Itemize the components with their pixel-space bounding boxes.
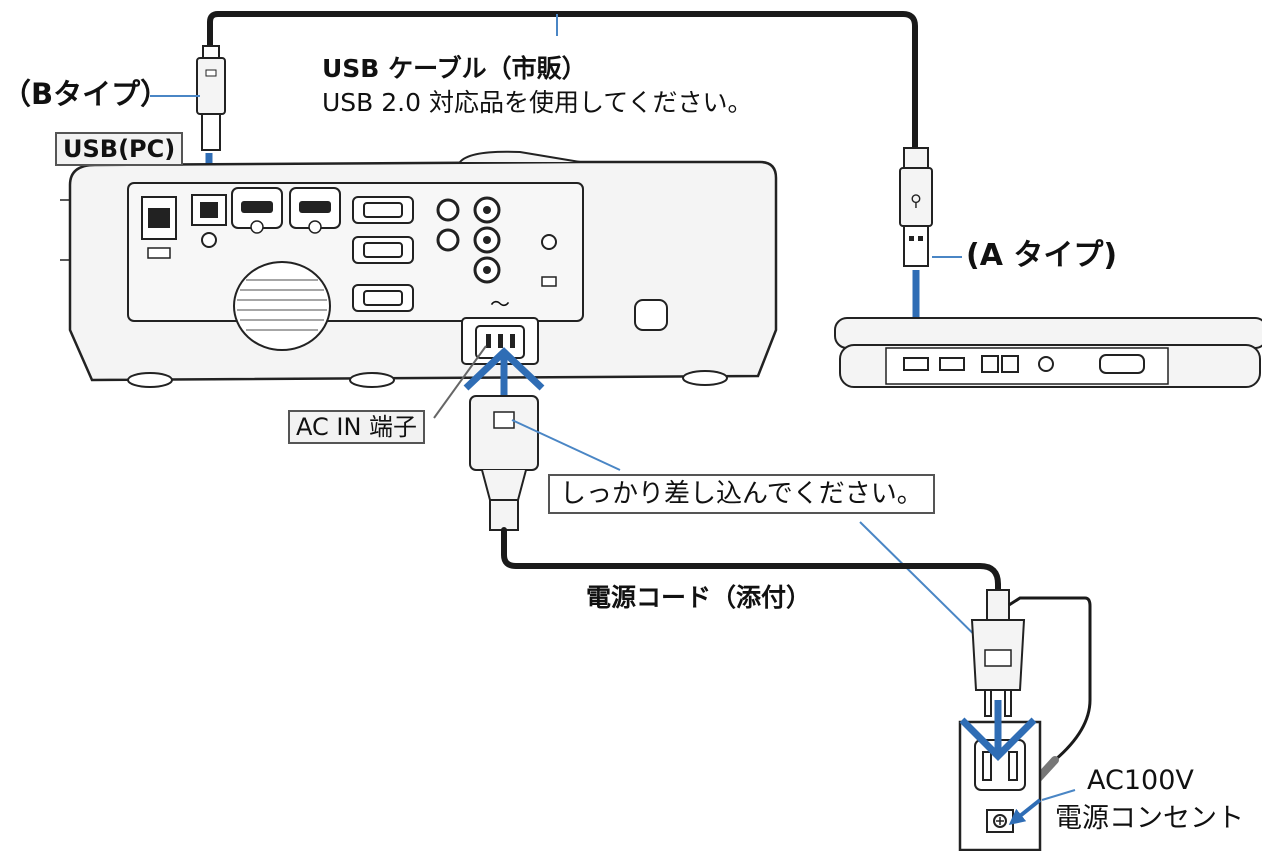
iec-power-plug xyxy=(469,395,539,531)
power-cord xyxy=(501,527,1001,598)
ac100v-label: AC100V xyxy=(1087,765,1194,796)
ac100v-leader xyxy=(1041,789,1076,801)
outlet-label: 電源コンセント xyxy=(1055,803,1244,834)
usb-cable-note: USB 2.0 対応品を使用してください。 xyxy=(322,88,753,117)
ground-insert-arrow xyxy=(1008,798,1042,825)
b-type-label: （Bタイプ） xyxy=(2,77,170,111)
laptop-computer xyxy=(834,317,1262,388)
usb-cable-title: USB ケーブル（市販） xyxy=(322,54,587,83)
usb-cable xyxy=(207,11,918,153)
projector xyxy=(60,150,778,388)
usb-b-plug xyxy=(196,45,226,151)
ac-in-leader xyxy=(433,345,487,419)
plug-leader-upper xyxy=(511,419,621,471)
ac-symbol: 〜 xyxy=(490,292,510,316)
usb-pc-label: USB(PC) xyxy=(55,132,184,166)
ac-in-insert-arrow xyxy=(463,347,545,391)
outlet-insert-arrow xyxy=(959,717,1037,761)
ac-in-label: AC IN 端子 xyxy=(288,410,426,444)
usb-a-plug: ⚲ xyxy=(899,147,933,267)
power-cord-label: 電源コード（添付） xyxy=(586,583,812,612)
insert-firmly-label: しっかり差し込んでください。 xyxy=(548,474,935,514)
a-type-label: (A タイプ) xyxy=(966,238,1118,273)
wall-plug xyxy=(970,589,1026,717)
ground-wire xyxy=(1008,596,1092,762)
svg-text:⚲: ⚲ xyxy=(910,191,922,210)
